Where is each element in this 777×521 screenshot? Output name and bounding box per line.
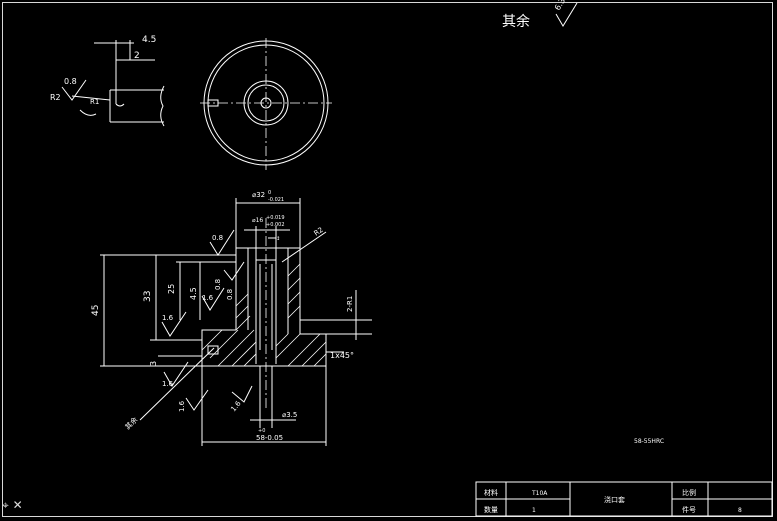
top-view <box>200 38 332 170</box>
bottom-dim: 58-0.05 <box>256 434 283 442</box>
dia-top-sup: 0 <box>268 190 271 196</box>
h-33: 33 <box>143 291 153 302</box>
detail-dim-width: 2 <box>134 51 140 61</box>
svg-text:↕: ↕ <box>276 236 280 242</box>
ucs-axis-icon: ⌖ ✕ <box>2 498 23 512</box>
rough-right: 0.8 <box>226 289 234 300</box>
dia-hole: ⌀3.5 <box>282 411 297 419</box>
dia-top: ⌀32 <box>252 191 265 199</box>
dia-mid-sup: +0.019 <box>266 215 285 221</box>
detail-angle: R2 <box>50 93 61 102</box>
rough-low: 1.6 <box>178 400 186 412</box>
section-leader: 其余 <box>123 415 139 431</box>
rough-taper: 1.6 <box>229 399 243 413</box>
rough-top: 0.8 <box>212 234 223 242</box>
tb-material-value: T10A <box>531 490 548 497</box>
tb-material-label: 材料 <box>484 488 498 497</box>
roughness-symbol <box>555 2 578 27</box>
title-block: 材料 T10A 数量 1 浇口套 比例 件号 8 <box>475 481 773 517</box>
tb-drawing-no-value: 8 <box>738 507 742 514</box>
tb-qty-value: 1 <box>532 507 536 514</box>
h-45: 4.5 <box>189 287 198 300</box>
remaining-finish-value: 6.3 <box>553 0 567 12</box>
dia-mid-tol: +0.002 <box>266 222 285 228</box>
tb-part-name: 浇口套 <box>604 495 625 504</box>
remaining-finish-label: 其余 <box>502 13 530 30</box>
detail-dim-top: 4.5 <box>142 35 156 45</box>
dia-mid: ⌀16 <box>252 217 263 224</box>
detail-small: R1 <box>90 98 99 106</box>
h-3: 3 <box>149 361 158 366</box>
tb-qty-label: 数量 <box>484 505 498 514</box>
dia-top-tol: -0.021 <box>268 197 284 203</box>
side-dim: 2-R1 <box>346 296 354 312</box>
rough-side: 0.8 <box>214 279 222 290</box>
r-label: R2 <box>313 226 325 238</box>
h-total: 45 <box>91 305 101 316</box>
detail-view: 4.5 2 0.8 R2 R1 <box>50 35 165 127</box>
tb-scale-label: 比例 <box>682 488 696 497</box>
detail-roughness: 0.8 <box>64 77 77 86</box>
chamfer-dim: 1x45° <box>330 351 354 360</box>
h-25: 25 <box>167 284 176 294</box>
hardness-note: 58-55HRC <box>634 438 664 445</box>
rough-bottom-left: 1.6 <box>162 314 174 322</box>
rough-bottom: 1.6 <box>162 380 174 388</box>
rough-left: 1.6 <box>202 294 214 302</box>
tb-drawing-no-label: 件号 <box>682 505 696 514</box>
bottom-sub: +0 <box>258 428 265 434</box>
section-view: 2-R1 1x45° ⌀32 0 -0.021 ⌀16 +0.019 +0.00… <box>91 190 372 446</box>
